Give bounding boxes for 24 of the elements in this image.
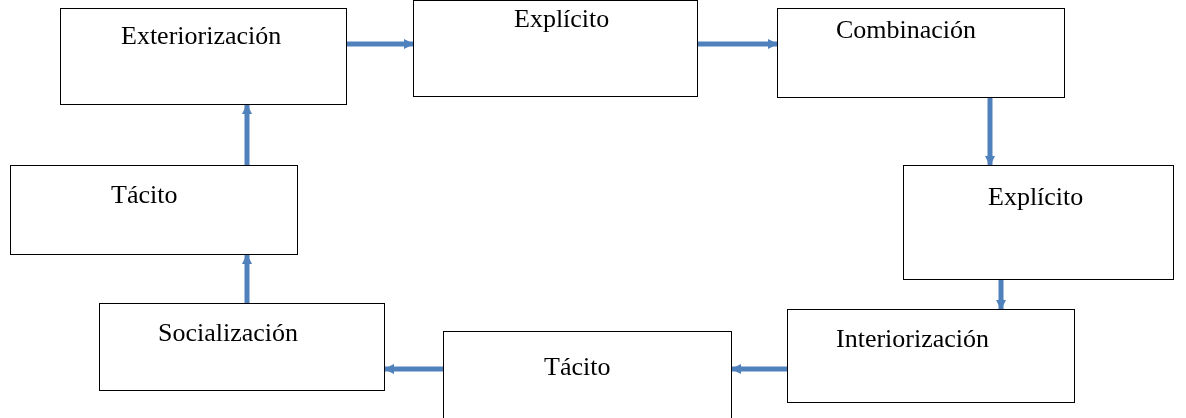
process-box (443, 331, 732, 418)
box-label: Exteriorización (121, 21, 282, 51)
process-box (903, 165, 1174, 280)
process-box (413, 0, 698, 97)
arrow (996, 280, 1006, 310)
process-box (99, 303, 385, 391)
box-label: Tácito (544, 352, 611, 382)
box-label: Explícito (988, 182, 1084, 212)
box-label: Explícito (514, 4, 610, 34)
arrow (242, 104, 252, 165)
box-label: Socialización (158, 318, 299, 348)
process-box (777, 8, 1065, 98)
arrow (242, 254, 252, 303)
process-box (10, 165, 298, 255)
arrow (384, 364, 443, 374)
arrow (985, 98, 995, 166)
process-box (787, 309, 1075, 403)
box-label: Interiorización (836, 324, 990, 354)
box-label: Tácito (111, 180, 178, 210)
arrow (698, 39, 778, 49)
arrow (347, 39, 414, 49)
process-box (60, 8, 347, 105)
box-label: Combinación (836, 15, 977, 45)
arrow (731, 364, 787, 374)
